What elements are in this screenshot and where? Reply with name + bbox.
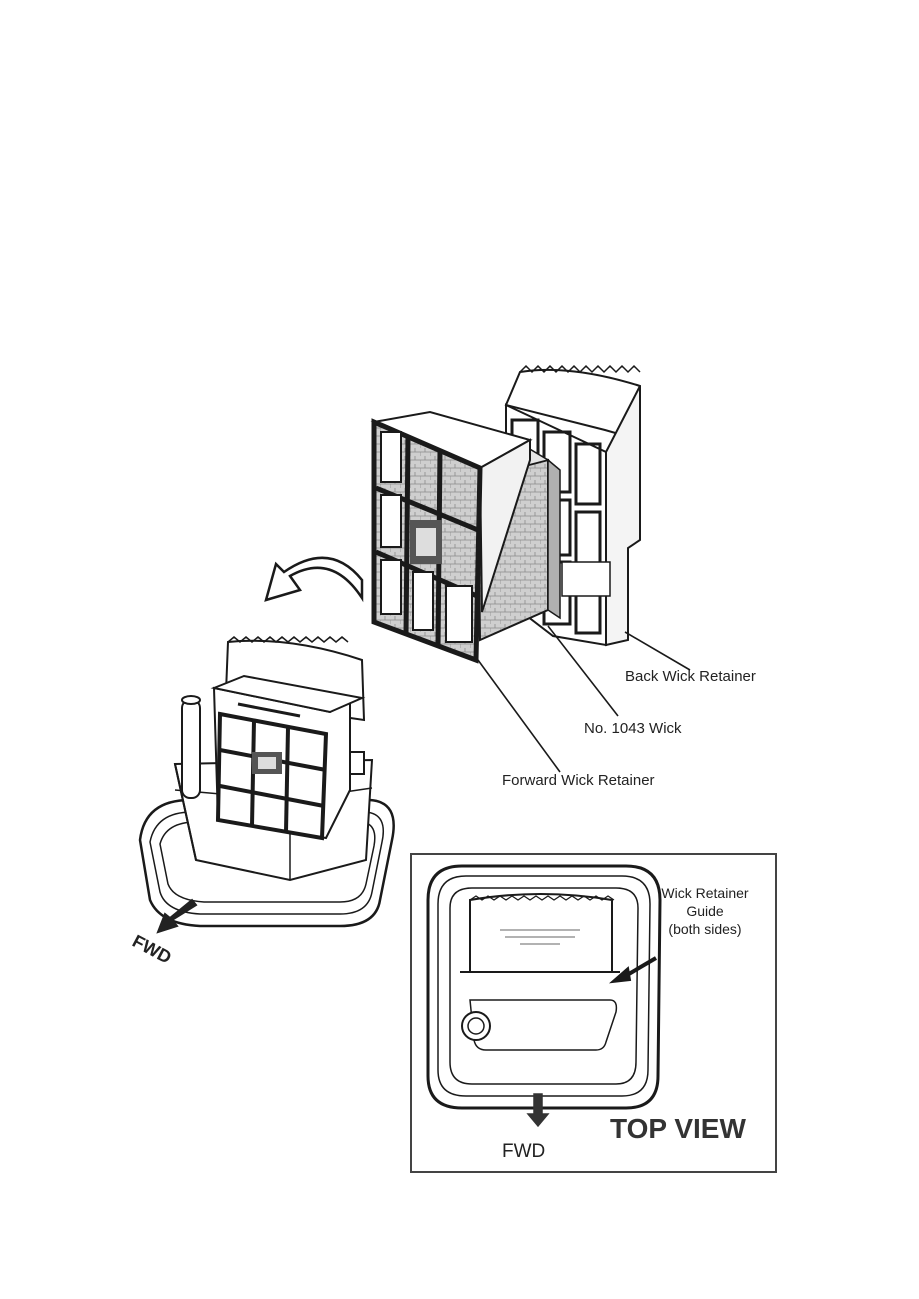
fwd-label-main: FWD bbox=[129, 931, 175, 968]
callout-lines bbox=[478, 626, 690, 772]
guide-line-3: (both sides) bbox=[646, 920, 764, 938]
label-back-wick-retainer: Back Wick Retainer bbox=[625, 668, 756, 685]
guide-line-2: Guide bbox=[646, 902, 764, 920]
label-wick: No. 1043 Wick bbox=[584, 720, 682, 737]
curved-arrow-icon bbox=[266, 558, 362, 600]
guide-line-1: Wick Retainer bbox=[646, 884, 764, 902]
label-fwd-top-view: FWD bbox=[502, 1141, 545, 1163]
humidifier-base-unit bbox=[140, 637, 394, 926]
label-top-view-title: TOP VIEW bbox=[610, 1113, 746, 1145]
label-wick-retainer-guide: Wick Retainer Guide (both sides) bbox=[646, 884, 764, 938]
label-forward-wick-retainer: Forward Wick Retainer bbox=[502, 772, 655, 789]
